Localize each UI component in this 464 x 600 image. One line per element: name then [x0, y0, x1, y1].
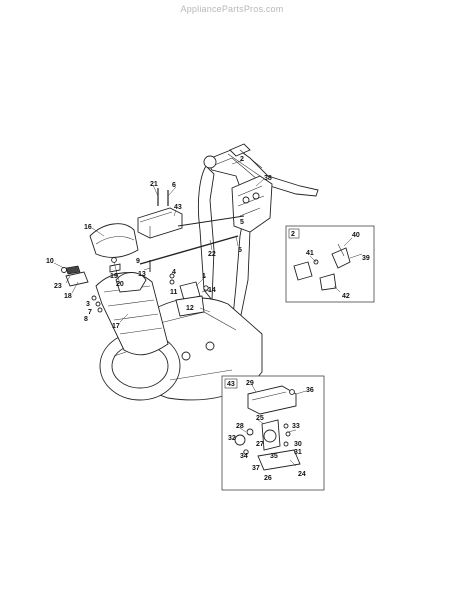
callout-4: 4	[172, 269, 176, 276]
callout-23: 23	[54, 283, 62, 290]
callout-26: 26	[264, 475, 272, 482]
callout-29: 29	[246, 380, 254, 387]
inset-2: 2 40 39 41 42	[285, 225, 375, 303]
chute	[95, 272, 169, 356]
callout-1: 1	[202, 273, 206, 280]
callout-38: 38	[264, 175, 272, 182]
callout-8: 8	[84, 316, 88, 323]
callout-30: 30	[294, 441, 302, 448]
callout-43: 43	[174, 204, 182, 211]
callout-10: 10	[46, 258, 54, 265]
callout-5: 5	[240, 219, 244, 226]
chute-deflector	[89, 223, 139, 258]
callout-19: 19	[110, 273, 118, 280]
callout-18: 18	[64, 293, 72, 300]
callout-21: 21	[150, 181, 158, 188]
callout-32: 32	[228, 435, 236, 442]
callout-35: 35	[270, 453, 278, 460]
callout-24: 24	[298, 471, 306, 478]
main-callouts: 2 38 21 6 43 16 5 5 22 9 19 20 13 10 23 …	[46, 156, 272, 330]
callout-33: 33	[292, 423, 300, 430]
callout-11: 11	[170, 289, 178, 296]
callout-14: 14	[208, 287, 216, 294]
callout-5b: 5	[238, 247, 242, 254]
callout-25: 25	[256, 415, 264, 422]
callout-22: 22	[208, 251, 216, 258]
inset-2-tag: 2	[291, 231, 295, 238]
callout-39: 39	[362, 255, 370, 262]
small-hardware	[61, 188, 175, 313]
inset-43: 43 29 36 25 28 33 32 27 30	[221, 375, 325, 491]
watermark: AppliancePartsPros.com	[180, 4, 284, 14]
callout-12: 12	[186, 305, 194, 312]
control-panel	[231, 175, 273, 233]
callout-34: 34	[240, 453, 248, 460]
callout-37: 37	[252, 465, 260, 472]
callout-3: 3	[86, 301, 90, 308]
chute-bracket	[175, 281, 209, 317]
callout-31: 31	[294, 449, 302, 456]
callout-16: 16	[84, 224, 92, 231]
callout-7: 7	[88, 309, 92, 316]
callout-6: 6	[172, 182, 176, 189]
chute-control-head	[137, 207, 183, 239]
callout-40: 40	[352, 232, 360, 239]
inset-43-tag: 43	[227, 381, 235, 388]
callout-13: 13	[138, 271, 146, 278]
callout-27: 27	[256, 441, 264, 448]
callout-9: 9	[136, 258, 140, 265]
callout-42: 42	[342, 293, 350, 300]
callout-2: 2	[240, 156, 244, 163]
leader-lines	[53, 159, 265, 323]
callout-28: 28	[236, 423, 244, 430]
callout-20: 20	[116, 281, 124, 288]
callout-41: 41	[306, 250, 314, 257]
callout-36: 36	[306, 387, 314, 394]
callout-17: 17	[112, 323, 120, 330]
